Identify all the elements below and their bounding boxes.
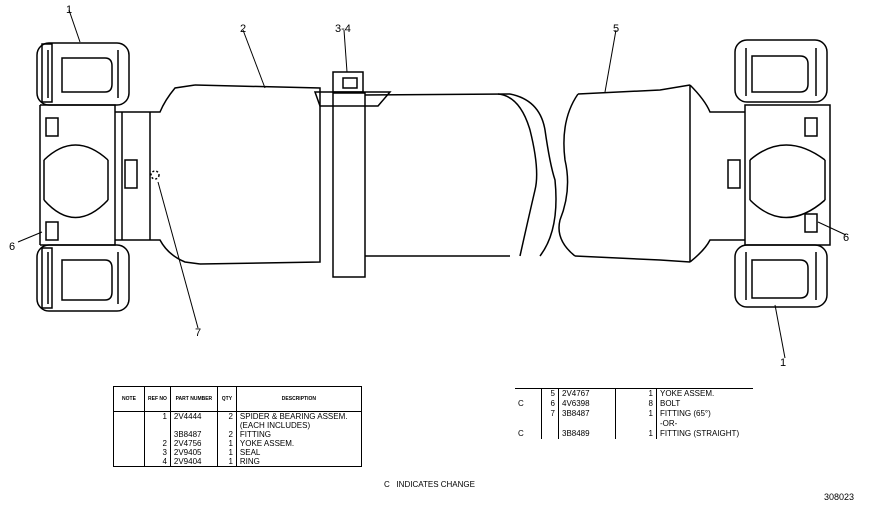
callout-1-bottom: 1 xyxy=(780,357,787,369)
cell-part: 3B8489 xyxy=(558,429,616,439)
cell-ref: 7 xyxy=(541,409,559,419)
cell-part: 3B8487 xyxy=(558,409,616,419)
cell-ref xyxy=(144,421,171,430)
table-header-row: NOTE REF NO PART NUMBER QTY DESCRIPTION xyxy=(113,386,362,412)
cell-part: 2V4767 xyxy=(558,388,616,399)
right-tube xyxy=(558,84,691,263)
change-legend: C INDICATES CHANGE xyxy=(384,480,475,489)
cell-qty: 8 xyxy=(615,399,657,409)
callout-1-top: 1 xyxy=(66,4,73,16)
right-yoke xyxy=(689,84,831,263)
cell-ref xyxy=(541,429,559,439)
cell-qty: 1 xyxy=(615,409,657,419)
cell-part: 3B8487 xyxy=(170,430,218,439)
cell-note: C xyxy=(515,429,542,439)
header-note: NOTE xyxy=(113,386,145,412)
drawing-number: 308023 xyxy=(824,492,855,502)
table-row: -OR- xyxy=(515,419,753,429)
left-tube xyxy=(194,84,557,278)
left-yoke xyxy=(39,84,201,265)
cell-ref: 2 xyxy=(144,439,171,448)
right-bottom-bearing-cap xyxy=(734,244,828,308)
parts-table-left: NOTE REF NO PART NUMBER QTY DESCRIPTION … xyxy=(113,386,362,467)
cell-part: 2V4444 xyxy=(170,411,218,421)
cell-part xyxy=(170,421,218,430)
cell-note xyxy=(113,457,145,467)
cell-qty: 1 xyxy=(217,439,237,448)
cell-part: 2V4756 xyxy=(170,439,218,448)
cell-ref: 3 xyxy=(144,448,171,457)
header-qty: QTY xyxy=(217,386,237,412)
cell-qty xyxy=(217,421,237,430)
cell-qty: 1 xyxy=(615,429,657,439)
cell-note xyxy=(113,439,145,448)
cell-qty: 2 xyxy=(217,430,237,439)
cell-ref: 4 xyxy=(144,457,171,467)
cell-desc: FITTING (STRAIGHT) xyxy=(660,429,740,438)
callout-5: 5 xyxy=(613,23,620,35)
table-row: (EACH INCLUDES) xyxy=(113,421,362,430)
cell-desc: YOKE ASSEM. xyxy=(660,389,715,398)
callout-6-right: 6 xyxy=(843,232,850,244)
left-top-bearing-cap xyxy=(36,42,130,106)
cell-note xyxy=(113,411,145,421)
cell-desc: FITTING xyxy=(239,430,271,439)
leader-lines xyxy=(17,9,847,359)
header-description: DESCRIPTION xyxy=(236,386,362,412)
cell-desc: -OR- xyxy=(660,419,678,428)
cell-note xyxy=(515,419,542,429)
cell-desc: SEAL xyxy=(239,448,261,457)
cell-note xyxy=(113,430,145,439)
cell-ref: 5 xyxy=(541,388,559,399)
cell-part xyxy=(558,419,616,429)
cell-qty: 1 xyxy=(217,448,237,457)
seal-and-ring xyxy=(313,71,392,107)
cell-desc: FITTING (65°) xyxy=(660,409,711,418)
cell-qty xyxy=(615,419,657,429)
cell-part: 2V9404 xyxy=(170,457,218,467)
callout-6-left: 6 xyxy=(9,241,16,253)
callout-7: 7 xyxy=(195,327,202,339)
cell-ref xyxy=(144,430,171,439)
cell-part: 4V6398 xyxy=(558,399,616,409)
cell-ref xyxy=(541,419,559,429)
cell-desc: RING xyxy=(239,457,260,466)
cell-part: 2V9405 xyxy=(170,448,218,457)
callout-2: 2 xyxy=(240,23,247,35)
cell-note xyxy=(113,421,145,430)
cell-desc: YOKE ASSEM. xyxy=(239,439,295,448)
cell-ref: 6 xyxy=(541,399,559,409)
cell-note xyxy=(515,409,542,419)
cell-note xyxy=(113,448,145,457)
cell-desc: SPIDER & BEARING ASSEM. xyxy=(239,412,348,421)
cell-ref: 1 xyxy=(144,411,171,421)
callout-3-4: 3-4 xyxy=(335,23,351,35)
cell-note xyxy=(515,388,542,399)
header-part-number: PART NUMBER xyxy=(170,386,218,412)
cell-qty: 1 xyxy=(217,457,237,467)
cell-qty: 1 xyxy=(615,388,657,399)
cell-note: C xyxy=(515,399,542,409)
right-top-bearing-cap xyxy=(734,39,828,103)
cell-desc: BOLT xyxy=(660,399,681,408)
cell-desc: (EACH INCLUDES) xyxy=(239,421,311,430)
cell-qty: 2 xyxy=(217,411,237,421)
left-bottom-bearing-cap xyxy=(36,244,130,312)
header-ref-no: REF NO xyxy=(144,386,171,412)
